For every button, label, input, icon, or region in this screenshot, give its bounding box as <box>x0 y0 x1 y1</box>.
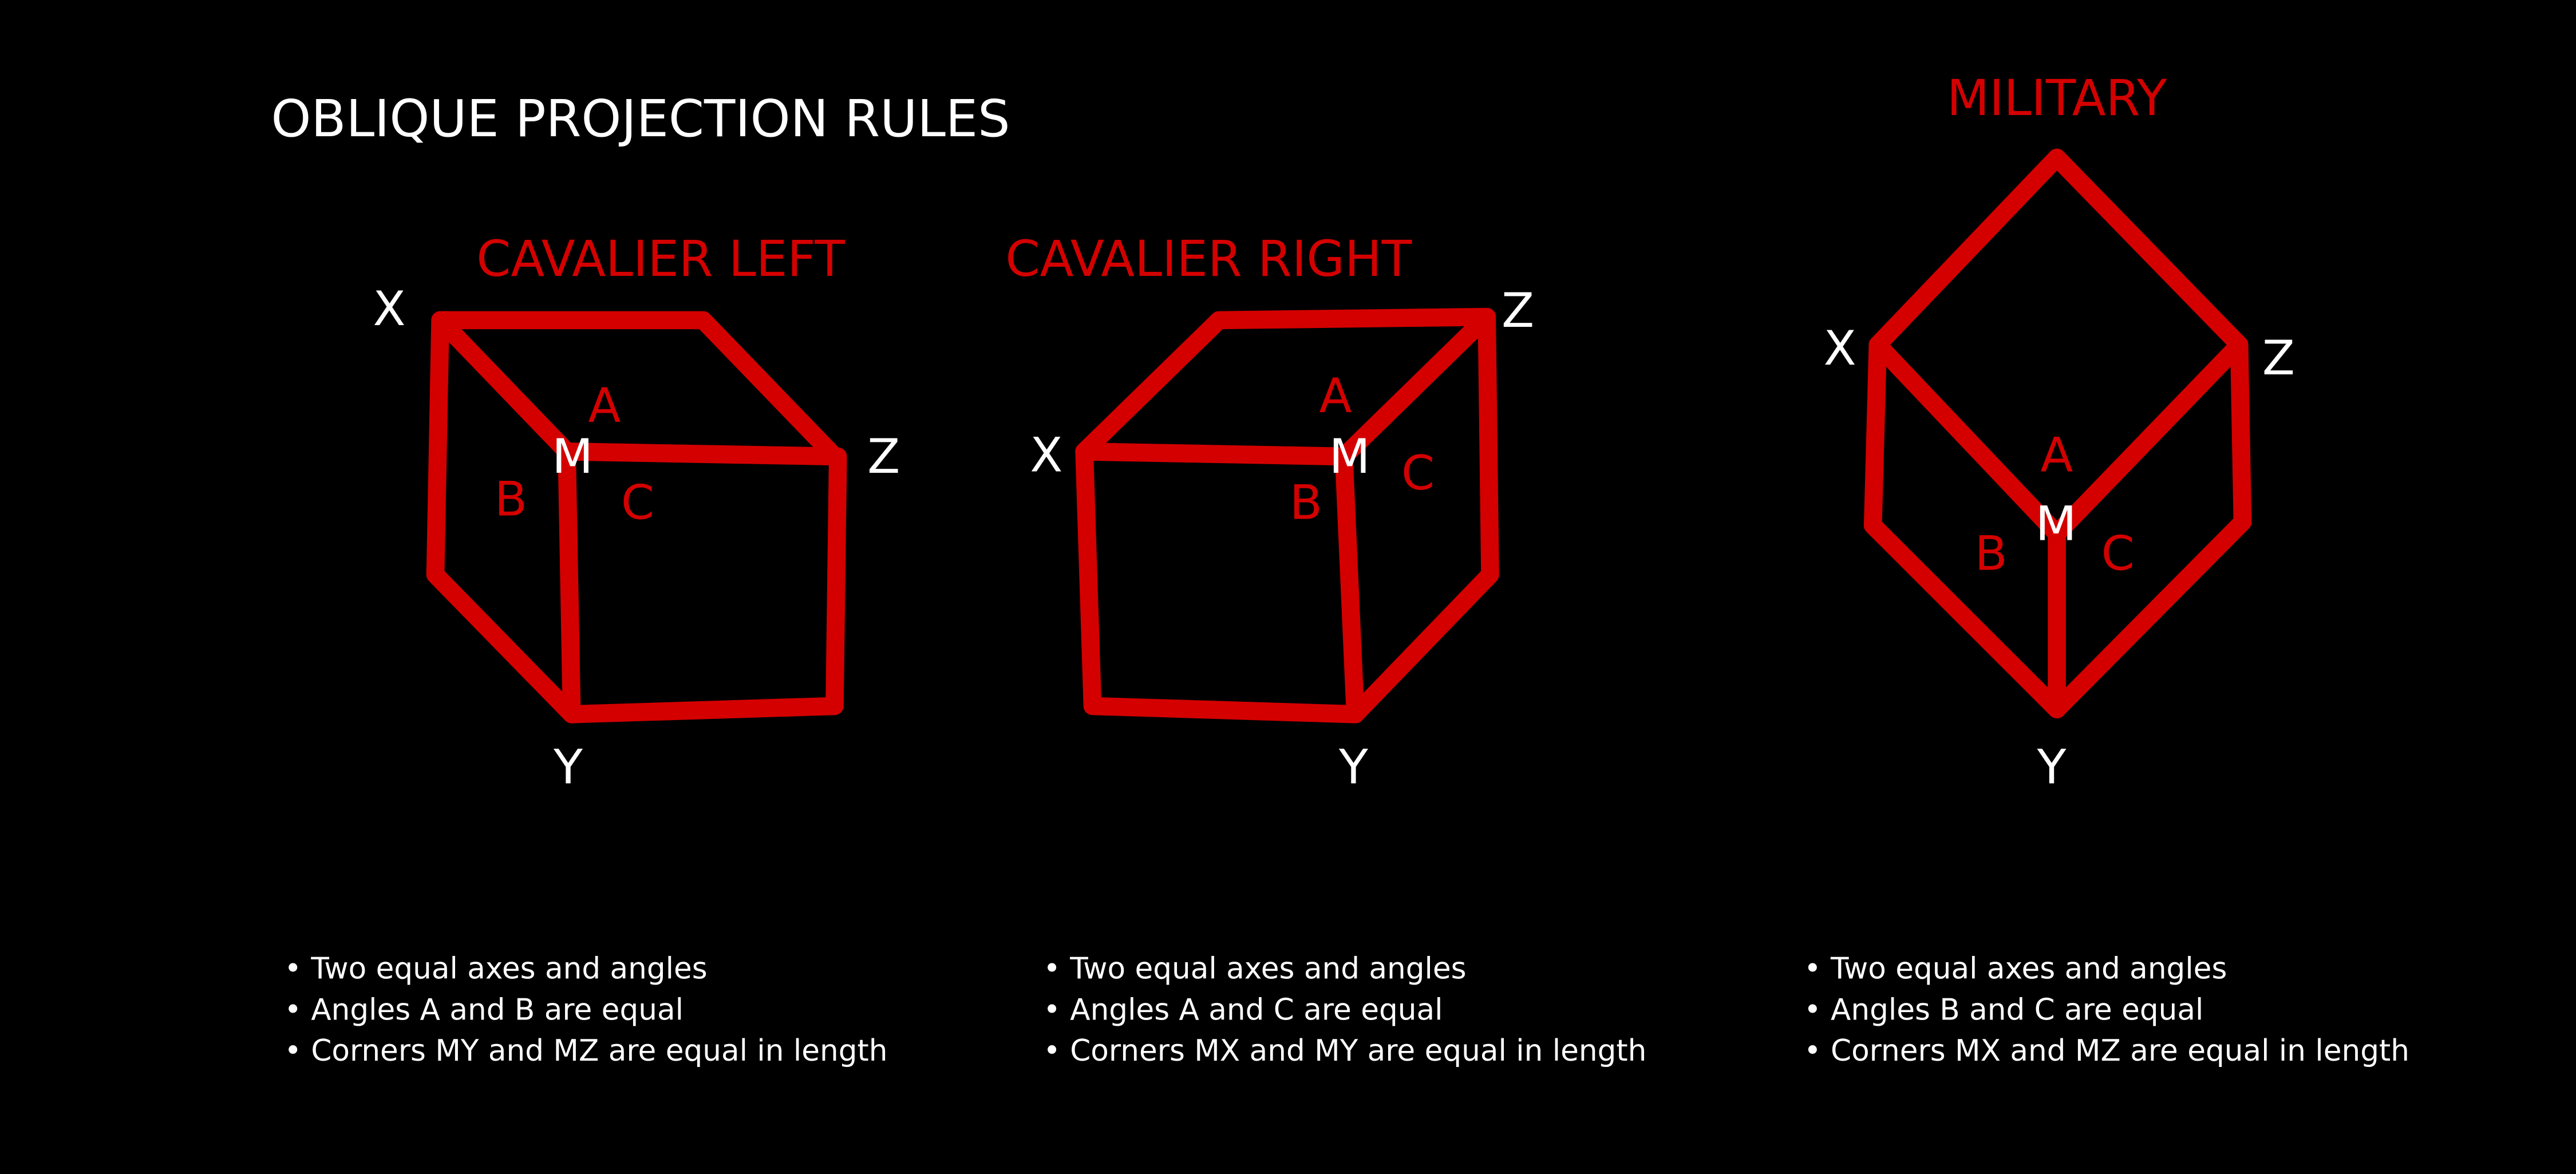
angle-a-label: A <box>1319 368 1352 424</box>
vertex-z-label: Z <box>2262 330 2295 386</box>
cavalier-right-rules: • Two equal axes and angles • Angles A a… <box>1043 952 1646 1068</box>
angle-b-label: B <box>1290 475 1322 530</box>
rule-item: • Angles A and C are equal <box>1043 993 1443 1027</box>
cavalier-right-diagram: CAVALIER RIGHT X M Z Y A B C <box>1005 231 1534 794</box>
vertex-m-label: M <box>1329 429 1370 484</box>
vertex-z-label: Z <box>1502 283 1534 338</box>
vertex-z-label: Z <box>867 429 900 484</box>
military-diagram: MILITARY X M Z Y A B C <box>1824 70 2295 794</box>
cavalier-right-outline <box>1075 307 1499 724</box>
angle-a-label: A <box>588 378 621 433</box>
vertex-y-label: Y <box>553 739 583 794</box>
rule-item: • Two equal axes and angles <box>1804 952 2227 986</box>
page-title: OBLIQUE PROJECTION RULES <box>271 89 1010 148</box>
rule-item: • Corners MY and MZ are equal in length <box>284 1034 887 1068</box>
vertex-m-label: M <box>552 429 593 484</box>
cavalier-right-heading: CAVALIER RIGHT <box>1005 231 1412 288</box>
rule-item: • Angles B and C are equal <box>1804 993 2203 1027</box>
vertex-x-label: X <box>1030 427 1062 483</box>
angle-c-label: C <box>621 475 654 530</box>
cavalier-left-vertical-edge <box>558 442 581 724</box>
military-heading: MILITARY <box>1947 70 2167 127</box>
military-rules: • Two equal axes and angles • Angles B a… <box>1804 952 2409 1068</box>
vertex-y-label: Y <box>1338 739 1368 794</box>
cavalier-left-diagram: CAVALIER LEFT X M Z Y A B C <box>373 231 900 794</box>
angle-c-label: C <box>2101 525 2135 581</box>
rule-item: • Two equal axes and angles <box>284 952 707 986</box>
angle-b-label: B <box>1975 525 2008 581</box>
rule-item: • Angles A and B are equal <box>284 993 683 1027</box>
cavalier-right-vertical-edge <box>1334 447 1365 724</box>
angle-a-label: A <box>2040 427 2073 483</box>
vertex-x-label: X <box>373 281 405 337</box>
rule-item: • Corners MX and MY are equal in length <box>1043 1034 1646 1068</box>
cavalier-left-rules: • Two equal axes and angles • Angles A a… <box>284 952 887 1068</box>
vertex-m-label: M <box>2036 496 2077 552</box>
rule-item: • Corners MX and MZ are equal in length <box>1804 1034 2409 1068</box>
angle-b-label: B <box>495 472 527 527</box>
cavalier-left-outline <box>426 311 847 724</box>
rule-item: • Two equal axes and angles <box>1043 952 1466 986</box>
cavalier-left-heading: CAVALIER LEFT <box>476 231 845 288</box>
angle-c-label: C <box>1401 445 1435 501</box>
vertex-x-label: X <box>1824 321 1856 376</box>
vertex-y-label: Y <box>2037 739 2067 794</box>
